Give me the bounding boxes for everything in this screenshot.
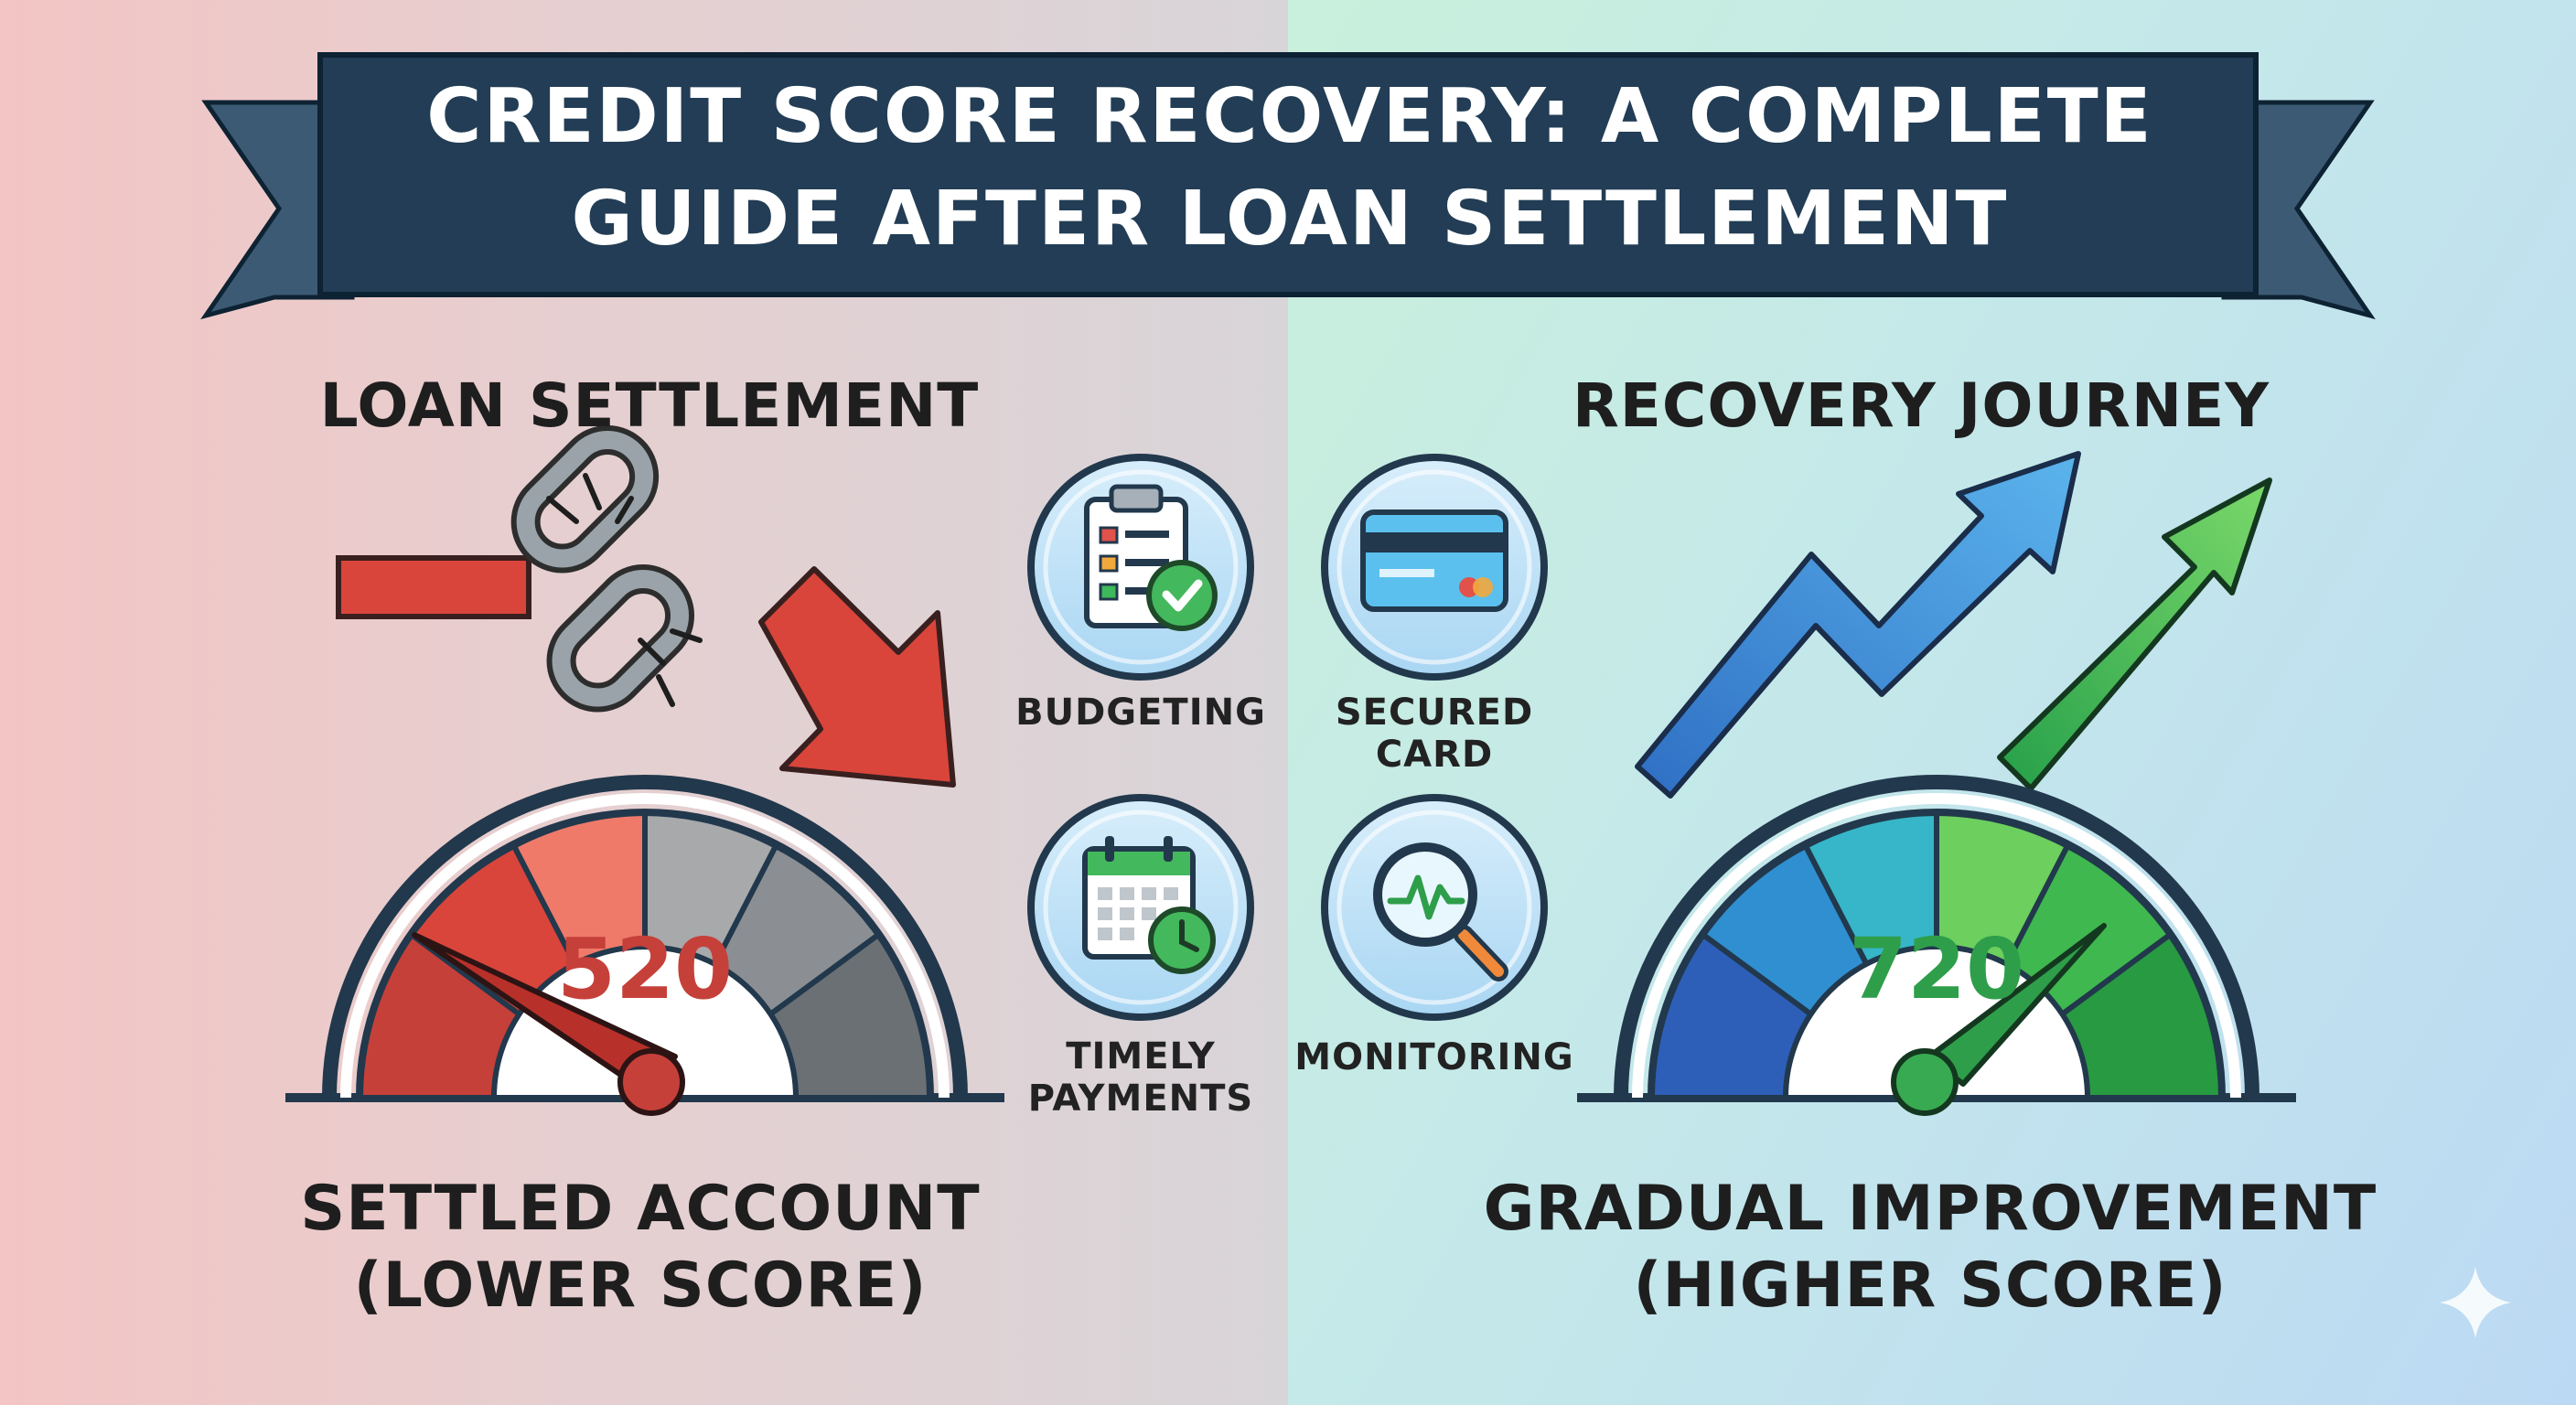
secured-card-label: SECURED CARD xyxy=(1288,692,1581,776)
right-caption: GRADUAL IMPROVEMENT (HIGHER SCORE) xyxy=(1445,1171,2415,1325)
up-arrow-green-icon xyxy=(1997,477,2272,791)
minus-icon xyxy=(336,555,531,619)
monitoring-label: MONITORING xyxy=(1294,1036,1574,1078)
right-caption-line1: GRADUAL IMPROVEMENT xyxy=(1483,1173,2377,1245)
right-heading: RECOVERY JOURNEY xyxy=(1572,370,2270,441)
left-caption-line1: SETTLED ACCOUNT xyxy=(300,1173,981,1245)
left-score: 520 xyxy=(556,920,734,1018)
broken-chain-icon xyxy=(510,425,703,713)
title-banner xyxy=(200,52,2376,320)
sparkle-icon xyxy=(2440,1267,2511,1338)
right-needle xyxy=(1891,923,2107,1116)
right-caption-line2: (HIGHER SCORE) xyxy=(1633,1249,2227,1322)
secured-card-label-line2: CARD xyxy=(1375,734,1494,776)
left-caption: SETTLED ACCOUNT (LOWER SCORE) xyxy=(229,1171,1052,1325)
left-caption-line2: (LOWER SCORE) xyxy=(353,1249,928,1322)
page-title-line1: CREDIT SCORE RECOVERY: A COMPLETE xyxy=(426,73,2153,160)
credit-card-icon xyxy=(1360,509,1508,612)
calendar-clock-icon xyxy=(1082,836,1216,974)
secured-card-label-line1: SECURED xyxy=(1335,692,1534,734)
budgeting-label: BUDGETING xyxy=(1015,692,1266,734)
left-heading: LOAN SETTLEMENT xyxy=(319,370,980,441)
right-gauge xyxy=(1577,775,2296,1102)
page-title: CREDIT SCORE RECOVERY: A COMPLETE GUIDE … xyxy=(348,66,2232,271)
clipboard-check-icon xyxy=(1084,484,1218,631)
left-needle xyxy=(412,932,685,1116)
timely-payments-label: TIMELY PAYMENTS xyxy=(994,1035,1287,1120)
page-title-line2: GUIDE AFTER LOAN SETTLEMENT xyxy=(571,176,2009,263)
timely-payments-label-line2: PAYMENTS xyxy=(1027,1078,1254,1120)
left-gauge xyxy=(285,775,1004,1102)
up-arrow-blue-icon xyxy=(1635,451,2081,799)
magnifier-chart-icon xyxy=(1373,842,1508,981)
right-score: 720 xyxy=(1848,920,2025,1018)
down-arrow-icon xyxy=(758,566,956,788)
timely-payments-label-line1: TIMELY xyxy=(1066,1035,1216,1078)
